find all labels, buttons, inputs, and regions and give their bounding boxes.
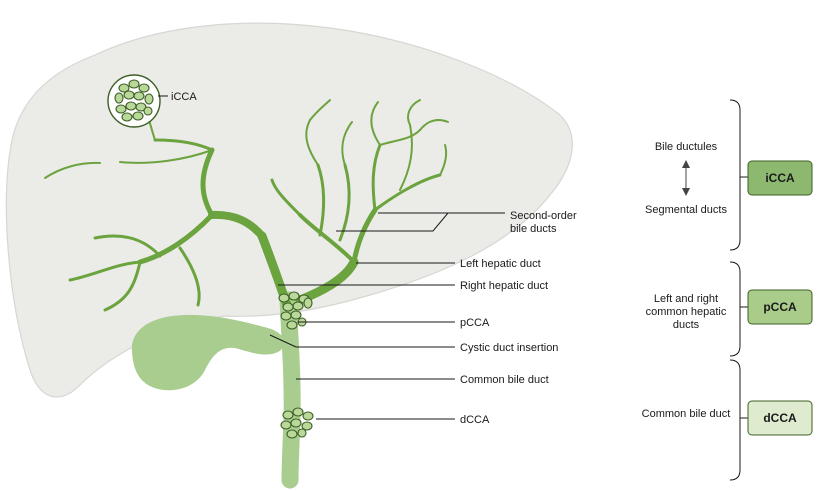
left-hepatic-duct-label: Left hepatic duct <box>460 258 541 270</box>
legend-pcca-text-line3: ducts <box>673 319 700 331</box>
pcca-tumor-cluster <box>278 291 313 330</box>
tumor-cell <box>290 310 302 320</box>
legend-pcca-text-line1: Left and right <box>654 293 718 305</box>
legend-bile-ductules-text: Bile ductules <box>655 141 718 153</box>
double-arrow-icon <box>682 160 690 196</box>
tumor-cell <box>278 293 290 303</box>
gallbladder <box>131 314 285 391</box>
tumor-cell <box>118 83 130 93</box>
tumor-cell <box>133 91 145 101</box>
tumor-cell <box>138 83 150 93</box>
legend-icca-box <box>747 160 813 196</box>
tumor-cell <box>282 302 294 312</box>
legend-dcca-box <box>747 400 813 436</box>
dcca-tumor-cluster <box>280 407 314 439</box>
tumor-cell <box>288 291 300 301</box>
tumor-cell <box>121 112 133 122</box>
tumor-cell <box>115 104 127 114</box>
tumor-cell <box>123 90 135 100</box>
tumor-cell <box>301 421 313 431</box>
cystic-duct-insertion-label: Cystic duct insertion <box>460 342 558 354</box>
tumor-cell <box>125 101 137 111</box>
tumor-cell <box>292 301 304 311</box>
tumor-cell <box>297 428 307 438</box>
tumor-cell <box>280 311 292 321</box>
legend-icca-bracket <box>729 99 741 251</box>
icca-tumor-cluster <box>107 74 161 128</box>
legend-dcca-text: Common bile duct <box>642 408 731 420</box>
tumor-cell <box>302 411 314 421</box>
tumor-cell <box>143 106 153 116</box>
tumor-cell <box>286 320 298 330</box>
right-hepatic-duct-label: Right hepatic duct <box>460 280 548 292</box>
legend-panel: Bile ductules Segmental ducts iCCA Left … <box>642 99 813 481</box>
legend-dcca-bracket <box>729 359 741 481</box>
pcca-tumor-label: pCCA <box>460 317 490 329</box>
tumor-cell <box>286 429 298 439</box>
legend-dcca-box-label: dCCA <box>763 411 797 425</box>
second-order-label-line1: Second-order <box>510 210 577 222</box>
tumor-cell <box>303 297 313 309</box>
legend-pcca-bracket <box>729 261 741 357</box>
legend-pcca-text-line2: common hepatic <box>646 306 727 318</box>
legend-pcca-box <box>747 289 813 325</box>
tumor-cell <box>144 93 154 105</box>
tumor-cell <box>280 420 292 430</box>
icca-tumor-label: iCCA <box>171 91 197 103</box>
tumor-cell <box>282 410 294 420</box>
second-order-label-line2: bile ducts <box>510 223 557 235</box>
tumor-cell <box>290 418 302 428</box>
dcca-tumor-label: dCCA <box>460 414 490 426</box>
tumor-cell <box>128 79 140 89</box>
tumor-cell <box>114 92 124 104</box>
legend-pcca-box-label: pCCA <box>763 300 797 314</box>
legend-segmental-ducts-text: Segmental ducts <box>645 204 727 216</box>
tumor-cell <box>132 111 144 121</box>
common-bile-duct-label: Common bile duct <box>460 374 549 386</box>
leader-lines <box>158 95 505 420</box>
legend-icca-box-label: iCCA <box>765 171 795 185</box>
tumor-cell <box>292 407 304 417</box>
